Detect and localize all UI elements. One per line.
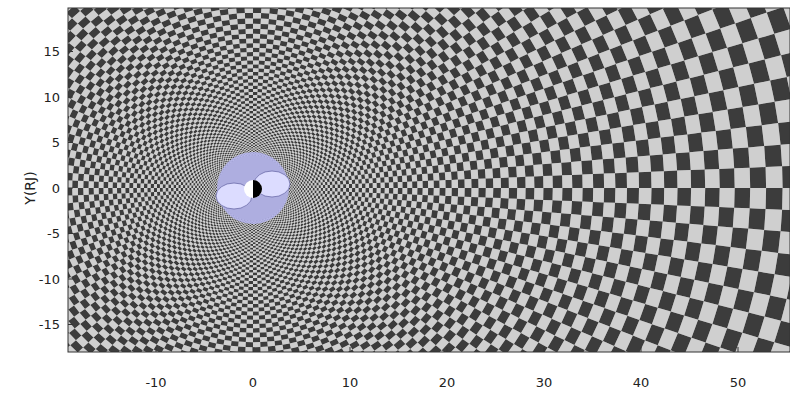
tick-label: 20 [439,376,456,389]
plot-frame [68,8,790,352]
planet-night [253,180,262,198]
tick-mark [68,188,73,189]
tick-label: -5 [47,227,60,240]
tick-label: -10 [39,273,60,286]
light-cells [68,8,790,352]
tick-mark [447,347,448,352]
tick-label: 0 [52,182,60,195]
planet-region [216,152,290,224]
tick-label: -15 [39,318,60,331]
tick-mark [68,279,73,280]
tick-mark [68,142,73,143]
tick-mark [253,347,254,352]
planet-disc [244,180,262,198]
tick-label: 30 [536,376,553,389]
tick-marks [68,52,738,353]
tick-mark [68,97,73,98]
tick-mark [641,347,642,352]
axis-title: Y(RJ) [23,171,37,204]
tick-label: 10 [43,91,60,104]
tick-label: -10 [145,376,166,389]
lobe-right [254,171,290,197]
tick-mark [738,347,739,352]
inner-boundary [217,152,289,224]
tick-label: 10 [342,376,359,389]
checker-mesh [68,8,790,352]
tick-label: 40 [633,376,650,389]
tick-label: 0 [249,376,257,389]
tick-mark [350,347,351,352]
tick-label: 15 [43,45,60,58]
tick-mark [544,347,545,352]
tick-label: 5 [52,136,60,149]
tick-mark [68,51,73,52]
tick-mark [156,347,157,352]
tick-label: 50 [730,376,747,389]
tick-mark [68,324,73,325]
tick-mark [68,233,73,234]
